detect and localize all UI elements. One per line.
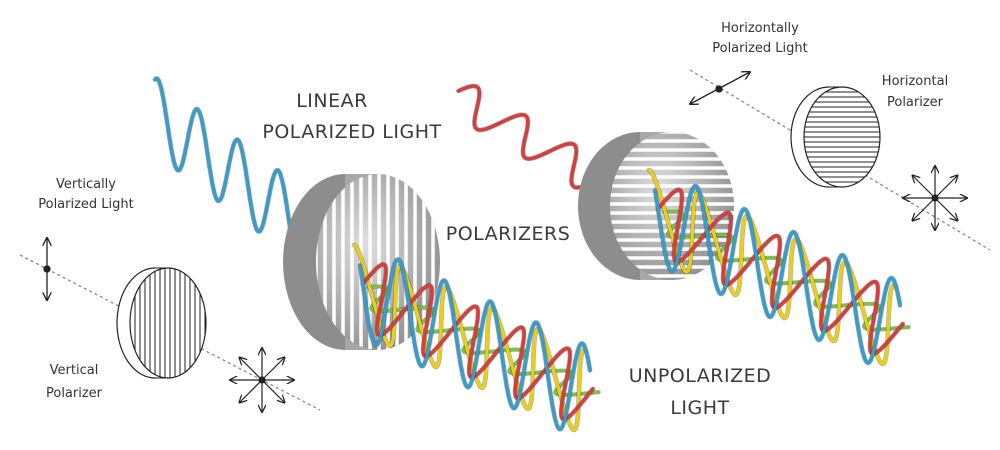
label-polarized-light: POLARIZED LIGHT bbox=[262, 121, 441, 143]
unpolarized-wave-blue bbox=[358, 257, 592, 432]
label-vertically: Vertically bbox=[56, 177, 116, 192]
unpolarized-wave-red bbox=[361, 262, 595, 422]
arrow-ray bbox=[934, 175, 958, 199]
arrow-ray bbox=[261, 379, 285, 403]
arrow-center-dot bbox=[258, 376, 266, 384]
unpolarized-wave-yellow bbox=[352, 243, 586, 432]
vertical-double-arrow-icon bbox=[44, 238, 50, 300]
unpolarized-arrows-star-icon bbox=[903, 166, 967, 230]
label-light: LIGHT bbox=[670, 397, 729, 419]
horizontal-polarizer-small bbox=[790, 86, 881, 188]
horizontal-polarized-wave bbox=[456, 84, 627, 190]
linear-polarized-waves bbox=[152, 76, 628, 265]
vertical-polarized-wave bbox=[153, 76, 302, 264]
label-linear: LINEAR bbox=[296, 90, 368, 112]
label-horizontally-polarized-light: Polarized Light bbox=[712, 41, 808, 56]
unpolarized-waves bbox=[351, 167, 911, 433]
label-unpolarized: UNPOLARIZED bbox=[629, 365, 772, 387]
label-horizontal-polarizer: Polarizer bbox=[887, 95, 944, 110]
horizontal-double-arrow-icon bbox=[690, 72, 750, 104]
label-vertical-polarizer: Polarizer bbox=[46, 386, 103, 401]
label-horizontal: Horizontal bbox=[882, 74, 948, 89]
unpolarized-wave-blue bbox=[653, 184, 902, 365]
label-polarizers: POLARIZERS bbox=[446, 223, 571, 245]
arrow-ray bbox=[912, 175, 936, 199]
arrow-center-dot bbox=[931, 194, 939, 202]
arrow-ray bbox=[239, 357, 263, 381]
vertical-polarizer-small bbox=[116, 267, 207, 379]
arrow-ray bbox=[912, 197, 936, 221]
arrow-ray bbox=[261, 357, 285, 381]
unpolarized-wave-red bbox=[656, 188, 905, 356]
label-horizontally: Horizontally bbox=[721, 21, 799, 36]
label-vertically-polarized-light: Polarized Light bbox=[38, 197, 134, 212]
label-vertical: Vertical bbox=[50, 363, 99, 378]
unpolarized-arrows-star-icon bbox=[230, 348, 294, 412]
arrow-ray bbox=[239, 379, 263, 403]
arrow-ray bbox=[934, 197, 958, 221]
unpolarized-wave-yellow bbox=[647, 168, 896, 366]
